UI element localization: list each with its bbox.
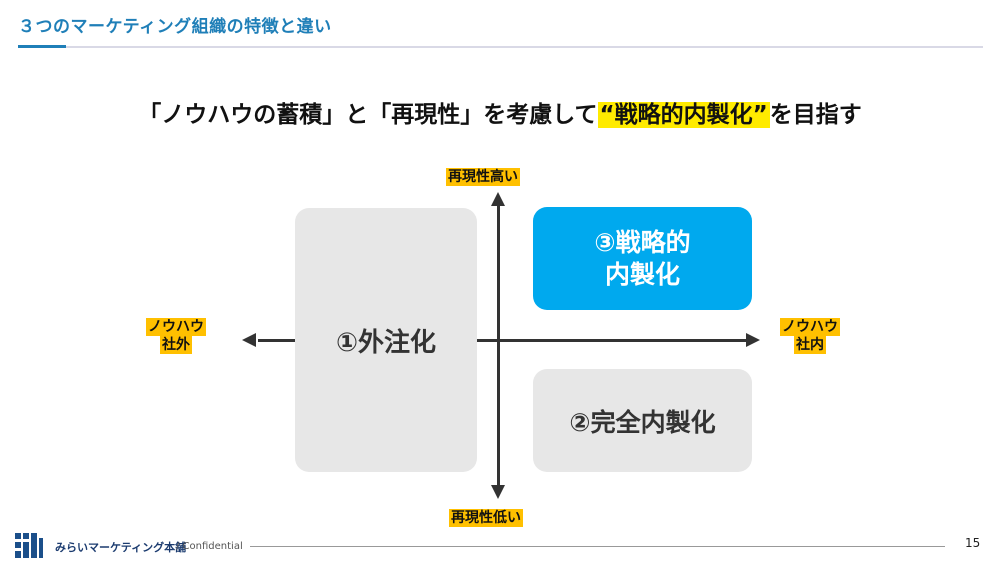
arrow-up-icon: [491, 192, 505, 206]
axis-label-right: ノウハウ 社内: [780, 318, 840, 354]
axis-label-top: 再現性高い: [446, 168, 520, 186]
axis-label-left: ノウハウ 社外: [146, 318, 206, 354]
title-divider-accent: [18, 45, 66, 48]
headline-prefix: 「ノウハウの蓄積」と「再現性」を考慮して: [138, 102, 598, 128]
slide-title: ３つのマーケティング組織の特徴と違い: [18, 17, 332, 37]
arrow-right-icon: [746, 333, 760, 347]
vertical-axis: [497, 205, 500, 487]
footer-confidential: / Confidential: [176, 541, 243, 552]
arrow-left-icon: [242, 333, 256, 347]
quadrant-strategic-inhouse: ③戦略的 内製化: [533, 207, 752, 310]
headline: 「ノウハウの蓄積」と「再現性」を考慮して“戦略的内製化”を目指す: [0, 95, 1000, 129]
quadrant-full-inhouse: ②完全内製化: [533, 369, 752, 472]
footer-brand: みらいマーケティング本舗: [55, 541, 187, 554]
quadrant-strategic-label-line1: ③戦略的: [594, 227, 691, 257]
axis-label-top-text: 再現性高い: [446, 168, 520, 186]
axis-label-right-line2: 社内: [794, 336, 826, 354]
horizontal-axis: [258, 339, 748, 342]
title-divider: [18, 46, 983, 48]
headline-suffix: を目指す: [769, 102, 862, 128]
axis-label-right-line1: ノウハウ: [780, 318, 840, 336]
axis-label-left-line1: ノウハウ: [146, 318, 206, 336]
axis-label-left-line2: 社外: [160, 336, 192, 354]
brand-logo-icon: [15, 533, 43, 558]
quadrant-outsource: ①外注化: [295, 208, 477, 472]
headline-highlight: “戦略的内製化”: [597, 102, 770, 128]
page-number: 15: [965, 536, 981, 550]
quadrant-full-inhouse-label: ②完全内製化: [569, 407, 716, 437]
quadrant-strategic-label-line2: 内製化: [604, 259, 680, 289]
arrow-down-icon: [491, 485, 505, 499]
quadrant-outsource-label: ①外注化: [335, 327, 436, 358]
axis-label-bottom: 再現性低い: [449, 509, 523, 527]
axis-label-bottom-text: 再現性低い: [449, 509, 523, 527]
footer-divider: [250, 546, 945, 547]
